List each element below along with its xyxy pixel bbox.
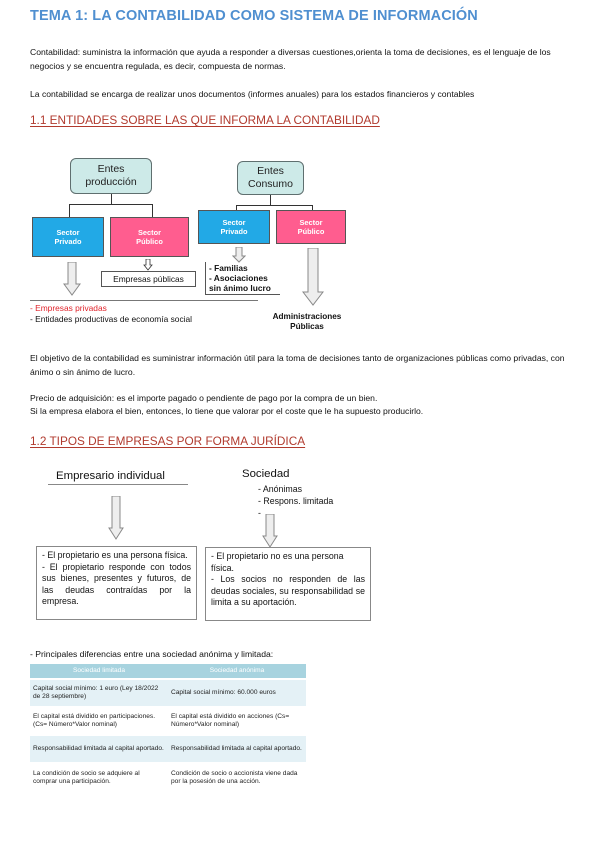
connector-line bbox=[69, 204, 153, 205]
table-cell: Condición de socio o accionista viene da… bbox=[168, 762, 306, 791]
table-row: Capital social mínimo: 1 euro (Ley 18/20… bbox=[30, 678, 306, 707]
table-cell: Responsabilidad limitada al capital apor… bbox=[168, 734, 306, 763]
table-header: Sociedad anónima bbox=[168, 664, 306, 680]
produccion-sector-privado-box: Sector Privado bbox=[32, 217, 104, 257]
down-arrow-icon bbox=[143, 259, 153, 271]
entes-produccion-label: Entes producción bbox=[85, 163, 137, 188]
down-arrow-icon bbox=[232, 247, 246, 263]
table-cell: Capital social mínimo: 1 euro (Ley 18/20… bbox=[30, 678, 168, 707]
empresas-publicas-label: Empresas públicas bbox=[113, 274, 184, 284]
connector-line bbox=[270, 195, 271, 205]
connector-line bbox=[312, 205, 313, 211]
table-row: Responsabilidad limitada al capital apor… bbox=[30, 734, 306, 763]
sociedad-list: - El propietario no es una persona físic… bbox=[205, 547, 371, 621]
entes-produccion-box: Entes producción bbox=[70, 158, 152, 194]
table-row: El capital está dividido en participacio… bbox=[30, 706, 306, 735]
list-item: - Empresas privadas bbox=[30, 303, 107, 313]
list-item: - El propietario es una persona física. bbox=[42, 550, 188, 560]
list-item: - El propietario responde con todos sus … bbox=[42, 561, 191, 607]
administraciones-publicas-label: Administraciones Públicas bbox=[272, 312, 342, 331]
precio-paragraph-1: Precio de adquisición: es el importe pag… bbox=[30, 393, 378, 403]
precio-paragraph-2: Si la empresa elabora el bien, entonces,… bbox=[30, 406, 424, 416]
consumo-sector-publico-box: Sector Público bbox=[276, 210, 346, 244]
consumo-sector-publico-label: Sector Público bbox=[297, 218, 325, 236]
entes-consumo-label: Entes Consumo bbox=[248, 165, 293, 190]
list-item: - Respons. limitada bbox=[258, 496, 334, 506]
intro-paragraph-1: Contabilidad: suministra la información … bbox=[30, 47, 551, 71]
produccion-sector-publico-box: Sector Público bbox=[110, 217, 189, 257]
table-cell: La condición de socio se adquiere al com… bbox=[30, 762, 168, 791]
table-header-row: Sociedad limitada Sociedad anónima bbox=[30, 664, 306, 680]
list-item: - bbox=[258, 508, 261, 518]
produccion-privado-list: - Empresas privadas - Entidades producti… bbox=[30, 303, 192, 324]
sociedad-label: Sociedad bbox=[242, 468, 290, 480]
entes-consumo-box: Entes Consumo bbox=[237, 161, 304, 195]
comparison-table: Sociedad limitada Sociedad anónima Capit… bbox=[30, 664, 306, 791]
consumo-sector-privado-box: Sector Privado bbox=[198, 210, 270, 244]
list-item: - Familias bbox=[209, 263, 248, 273]
section-2-heading: 1.2 TIPOS DE EMPRESAS POR FORMA JURÍDICA bbox=[30, 434, 306, 448]
separator-line bbox=[30, 300, 258, 301]
list-item: - Entidades productivas de economía soci… bbox=[30, 313, 193, 324]
produccion-sector-privado-label: Sector Privado bbox=[54, 228, 82, 246]
down-arrow-icon bbox=[302, 248, 324, 306]
list-item: - Los socios no responden de las deudas … bbox=[211, 574, 365, 607]
table-cell: Capital social mínimo: 60.000 euros bbox=[168, 678, 306, 707]
down-arrow-icon bbox=[262, 514, 278, 548]
down-arrow-icon bbox=[63, 262, 81, 296]
table-cell: El capital está dividido en participacio… bbox=[30, 706, 168, 735]
list-item: - Anónimas bbox=[258, 484, 303, 494]
table-cell: Responsabilidad limitada al capital apor… bbox=[30, 734, 168, 763]
list-item: - El propietario no es una persona físic… bbox=[211, 551, 344, 573]
produccion-sector-publico-label: Sector Público bbox=[136, 228, 163, 246]
sociedad-types-list: - Anónimas - Respons. limitada - bbox=[258, 483, 333, 519]
connector-line bbox=[69, 204, 70, 217]
table-cell: El capital está dividido en acciones (Cs… bbox=[168, 706, 306, 735]
down-arrow-icon bbox=[108, 496, 124, 540]
diferencias-label: - Principales diferencias entre una soci… bbox=[30, 649, 274, 659]
connector-line bbox=[111, 194, 112, 204]
connector-line bbox=[236, 205, 237, 211]
consumo-sector-privado-label: Sector Privado bbox=[220, 218, 248, 236]
empresario-individual-label: Empresario individual bbox=[56, 470, 165, 482]
table-header: Sociedad limitada bbox=[30, 664, 168, 680]
intro-paragraph-2: La contabilidad se encarga de realizar u… bbox=[30, 89, 475, 99]
consumo-privado-list: - Familias - Asociaciones sin ánimo lucr… bbox=[205, 262, 280, 295]
empresas-publicas-box: Empresas públicas bbox=[101, 271, 196, 287]
objetivo-paragraph: El objetivo de la contabilidad es sumini… bbox=[30, 353, 565, 377]
table-row: La condición de socio se adquiere al com… bbox=[30, 762, 306, 791]
list-item: - Asociaciones sin ánimo lucro bbox=[209, 273, 271, 293]
connector-line bbox=[152, 204, 153, 217]
section-1-heading: 1.1 ENTIDADES SOBRE LAS QUE INFORMA LA C… bbox=[30, 113, 380, 127]
connector-line bbox=[236, 205, 313, 206]
page-title: TEMA 1: LA CONTABILIDAD COMO SISTEMA DE … bbox=[30, 8, 478, 24]
empresario-individual-list: - El propietario es una persona física. … bbox=[36, 546, 197, 620]
separator-line bbox=[48, 484, 188, 485]
